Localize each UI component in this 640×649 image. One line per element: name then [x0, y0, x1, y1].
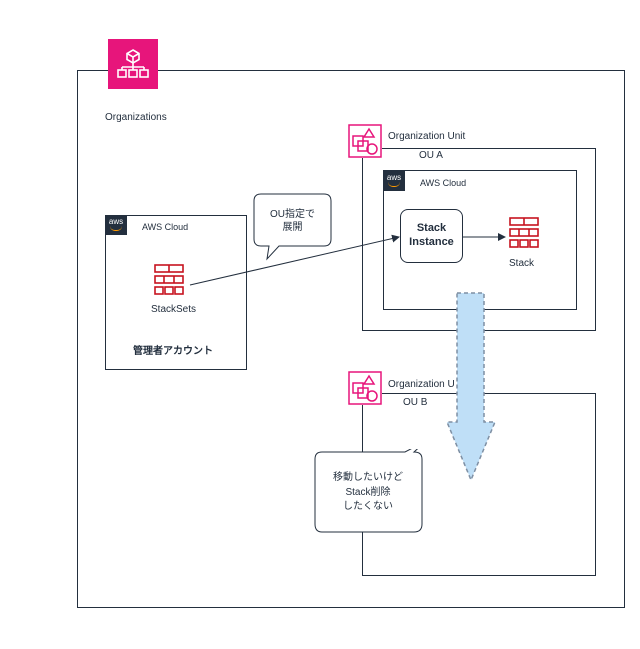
stack-icon [507, 215, 541, 249]
aws-logo-icon: aws [383, 171, 405, 191]
deploy-arrow [189, 234, 400, 286]
callout-2-line-1: 移動したいけど [333, 472, 403, 483]
stack-instance-label-2: Instance [409, 236, 454, 248]
ou-b-title: Organization U [388, 379, 455, 390]
move-arrow [445, 292, 497, 482]
callout-ou-deploy: OU指定で 展開 [253, 193, 332, 261]
organizations-label: Organizations [105, 112, 167, 123]
callout-2-line-2: Stack削除 [345, 487, 391, 498]
ou-b-name: OU B [403, 397, 428, 408]
account-aws-cloud [105, 215, 247, 370]
callout-move-without-delete: 移動したいけど Stack削除 したくない [314, 449, 429, 534]
ou-a-name: OU A [419, 150, 443, 161]
organization-unit-icon [348, 371, 382, 405]
organizations-icon [108, 39, 158, 89]
callout-2-line-3: したくない [343, 501, 393, 512]
ou-a-cloud-label: AWS Cloud [420, 178, 467, 188]
stack-instance-label-1: Stack [416, 222, 447, 234]
organization-unit-icon [348, 124, 382, 158]
stacksets-label: StackSets [151, 304, 197, 315]
stack-instance-box [400, 209, 463, 263]
aws-logo-icon: aws [105, 215, 127, 235]
callout-1-line-1: OU指定で [270, 209, 315, 220]
admin-account-label: 管理者アカウント [133, 346, 213, 357]
ou-a-title: Organization Unit [388, 131, 466, 142]
account-cloud-label: AWS Cloud [142, 222, 189, 232]
stack-label: Stack [509, 258, 535, 269]
stacksets-icon [152, 262, 186, 296]
callout-1-line-2: 展開 [282, 222, 303, 233]
